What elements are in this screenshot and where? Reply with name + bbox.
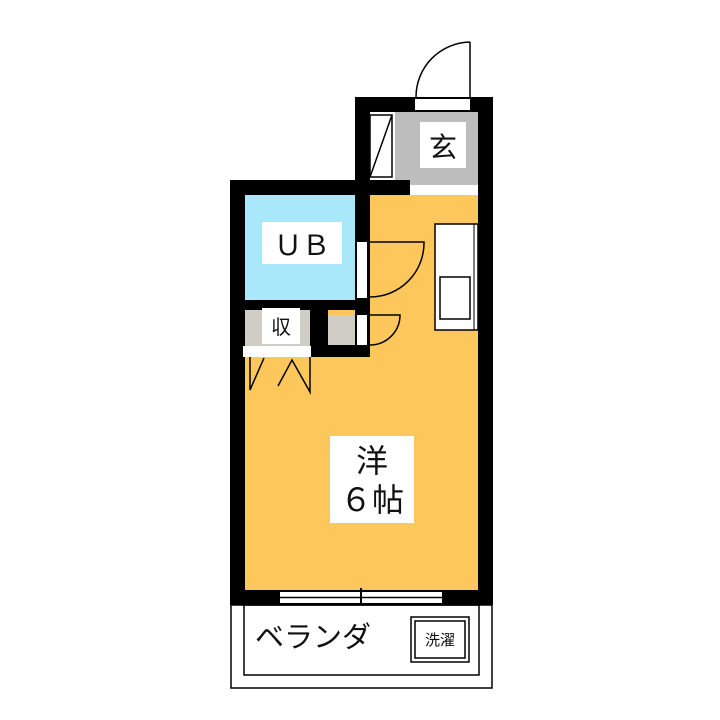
balcony-window[interactable]	[280, 588, 442, 607]
bath-label: ＵＢ	[274, 229, 330, 262]
storage-floor-2	[328, 315, 355, 346]
room-label-bg	[330, 436, 414, 523]
closet-door-opening	[243, 346, 311, 357]
room-size-label: ６帖	[340, 481, 404, 519]
entrance-label-bg	[420, 122, 466, 168]
entrance-label: 玄	[429, 131, 457, 164]
storage-door[interactable]	[369, 314, 401, 346]
entrance-door[interactable]	[415, 41, 471, 98]
balcony-label: ベランダ	[255, 620, 371, 654]
balcony-inner	[243, 604, 480, 676]
shoe-closet-diagonal	[369, 114, 393, 178]
bath-door-opening	[357, 242, 367, 298]
kitchen-sink	[439, 276, 471, 320]
closet-folding-door[interactable]	[249, 357, 311, 395]
laundry-label: 洗濯	[425, 631, 455, 649]
entrance-door-opening	[415, 99, 470, 110]
storage-label-bg	[262, 308, 300, 344]
room-type-label: 洋	[356, 442, 388, 480]
bath-door[interactable]	[369, 241, 425, 298]
storage-door-opening	[357, 315, 367, 345]
laundry-space-inner	[414, 620, 466, 659]
bath-label-bg	[262, 222, 342, 264]
storage-label: 収	[271, 315, 291, 339]
